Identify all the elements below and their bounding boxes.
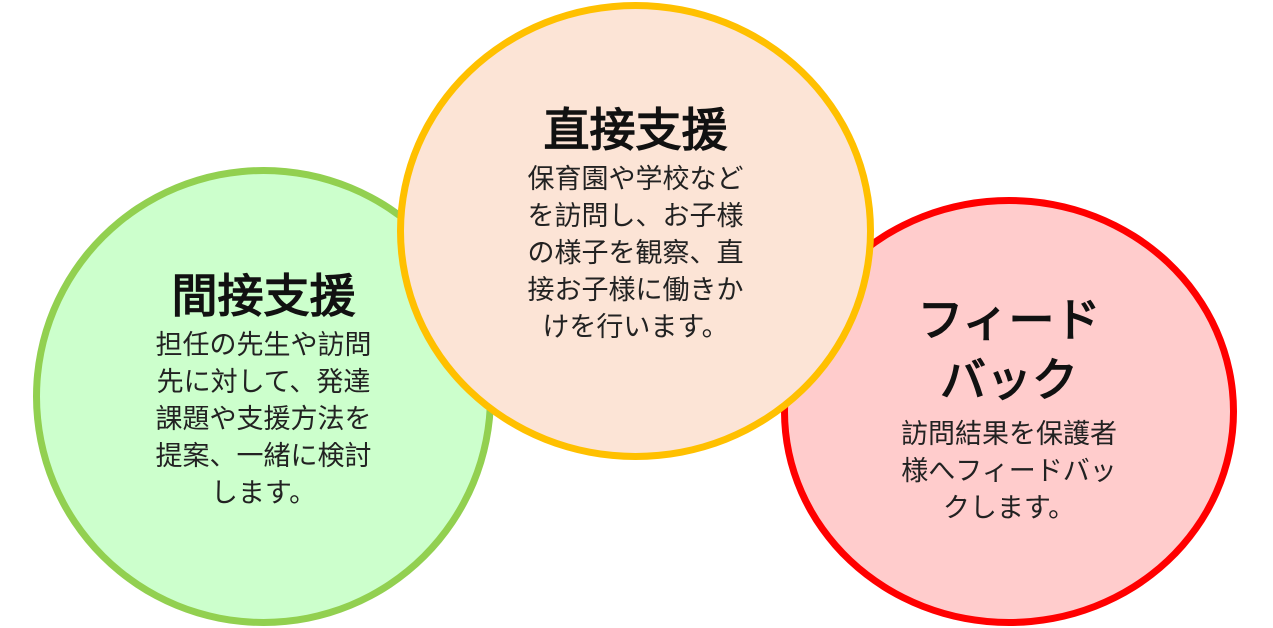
description-line: 担任の先生や訪問 <box>155 329 372 361</box>
description-line: 訪問結果を保護者 <box>901 419 1117 450</box>
description-line: 保育園や学校など <box>527 163 744 195</box>
feedback-title-line: フィード <box>917 293 1101 347</box>
feedback-content: フィード バック 訪問結果を保護者 様へフィードバッ クします。 <box>874 290 1144 527</box>
indirect-support-content: 間接支援 担任の先生や訪問 先に対して、発達 課題や支援方法を 提案、一緒に検討… <box>129 270 399 512</box>
description-line: 課題や支援方法を <box>155 403 372 435</box>
direct-support-title: 直接支援 <box>543 103 728 157</box>
description-line: 接お子様に働きか <box>527 274 744 306</box>
feedback-description: 訪問結果を保護者 様へフィードバッ クします。 <box>874 416 1144 527</box>
direct-support-circle: 直接支援 保育園や学校など を訪問し、お子様 の様子を観察、直 接お子様に働きか… <box>397 2 874 460</box>
description-line: 提案、一緒に検討 <box>155 440 372 472</box>
description-line: を訪問し、お子様 <box>527 200 744 232</box>
description-line: 先に対して、発達 <box>156 366 371 398</box>
direct-support-description: 保育園や学校など を訪問し、お子様 の様子を観察、直 接お子様に働きか けを行い… <box>501 161 771 346</box>
description-line: クします。 <box>942 493 1076 524</box>
indirect-support-title: 間接支援 <box>171 269 356 323</box>
direct-support-content: 直接支援 保育園や学校など を訪問し、お子様 の様子を観察、直 接お子様に働きか… <box>501 104 771 346</box>
description-line: 様へフィードバッ <box>901 456 1117 487</box>
feedback-circle: フィード バック 訪問結果を保護者 様へフィードバッ クします。 <box>781 197 1237 626</box>
feedback-title-line: バック <box>940 353 1078 407</box>
description-line: します。 <box>210 477 317 509</box>
feedback-title: フィード バック <box>874 290 1144 410</box>
indirect-support-description: 担任の先生や訪問 先に対して、発達 課題や支援方法を 提案、一緒に検討 します。 <box>129 327 399 512</box>
description-line: けを行います。 <box>542 311 729 343</box>
description-line: の様子を観察、直 <box>527 237 744 269</box>
